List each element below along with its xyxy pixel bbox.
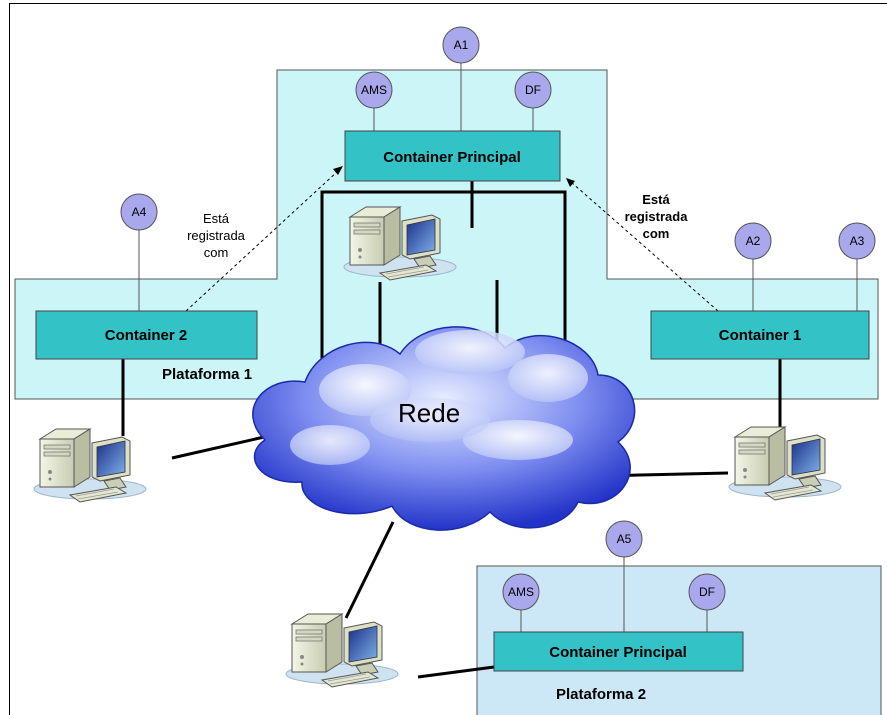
- svg-text:com: com: [643, 226, 670, 241]
- container-1: [650, 310, 870, 360]
- agent-a1: A1: [442, 26, 480, 64]
- container-1-label: Container 1: [719, 327, 802, 344]
- arrowhead-right: [566, 178, 575, 187]
- agent-a2: A2: [734, 222, 772, 260]
- agent-ams: AMS: [355, 71, 393, 109]
- note-left: Está registrada com: [187, 211, 246, 260]
- container-2: [35, 310, 258, 360]
- svg-text:registrada: registrada: [625, 209, 689, 224]
- network-cloud: [252, 326, 636, 531]
- agent-df: DF: [514, 71, 552, 109]
- svg-text:A3: A3: [850, 234, 865, 248]
- computer-icon: [285, 613, 399, 688]
- platform2-label: Plataforma 2: [556, 686, 646, 703]
- platform1-label: Plataforma 1: [162, 366, 252, 383]
- container-2-label: Container 2: [105, 327, 188, 344]
- container-principal-2-label: Container Principal: [549, 644, 687, 661]
- cloud-label: Rede: [398, 398, 460, 428]
- svg-text:A1: A1: [454, 38, 469, 52]
- agent-links: [138, 62, 858, 632]
- svg-text:AMS: AMS: [508, 585, 534, 599]
- svg-text:Está: Está: [642, 192, 670, 207]
- agent-ams-2: AMS: [502, 573, 540, 611]
- svg-text:DF: DF: [699, 585, 715, 599]
- svg-text:registrada: registrada: [187, 228, 246, 243]
- container-principal-1: [344, 130, 561, 182]
- arrowheads: [333, 166, 575, 187]
- agent-a3: A3: [838, 222, 876, 260]
- svg-text:A4: A4: [132, 205, 147, 219]
- container-principal-2: [493, 631, 744, 672]
- svg-text:DF: DF: [525, 83, 541, 97]
- registration-arrows: [185, 170, 719, 312]
- computer-icon: [728, 426, 842, 501]
- svg-text:Está: Está: [203, 211, 230, 226]
- svg-text:A2: A2: [746, 234, 761, 248]
- svg-text:A5: A5: [617, 532, 632, 546]
- container-principal-1-label: Container Principal: [383, 149, 521, 166]
- agent-a5: A5: [605, 520, 643, 558]
- computer-icon: [33, 428, 147, 503]
- agent-a4: A4: [120, 193, 158, 231]
- svg-text:AMS: AMS: [361, 83, 387, 97]
- note-right: Está registrada com: [625, 192, 689, 241]
- agent-df-2: DF: [688, 573, 726, 611]
- diagram-frame: [9, 3, 887, 715]
- arrowhead-left: [333, 166, 343, 175]
- svg-text:com: com: [204, 245, 229, 260]
